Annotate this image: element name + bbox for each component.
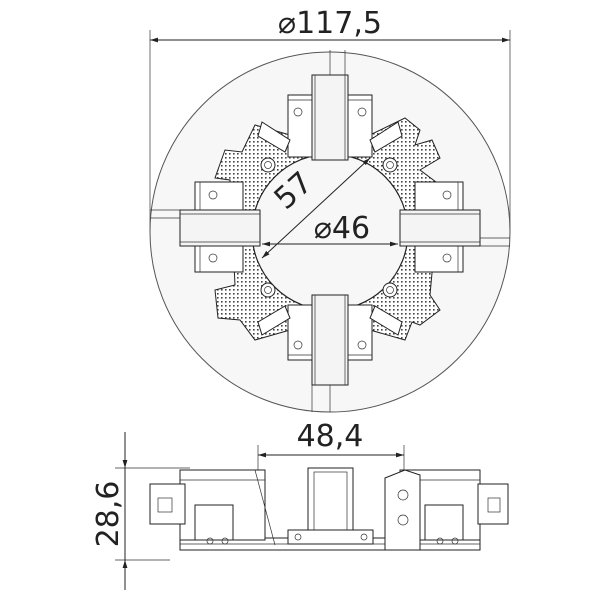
side-holder-right — [384, 469, 509, 551]
brush-holder-left — [150, 181, 261, 273]
side-holder-left — [149, 469, 276, 546]
inner-diameter-label: ⌀46 — [314, 211, 370, 246]
brush-holder-right — [399, 181, 510, 273]
corner-clips — [257, 121, 403, 336]
height-label: 28,6 — [91, 481, 126, 548]
width-label: 48,4 — [297, 419, 364, 454]
chord-dimension-line — [261, 157, 371, 259]
side-holder-center — [287, 467, 374, 545]
outer-diameter-label: ⌀117,5 — [278, 6, 382, 41]
brush-holder-bottom — [287, 294, 373, 412]
side-view: 48,4 28,6 — [91, 419, 509, 590]
brush-holder-top — [287, 50, 373, 161]
top-view: ⌀117,5 — [149, 6, 511, 413]
